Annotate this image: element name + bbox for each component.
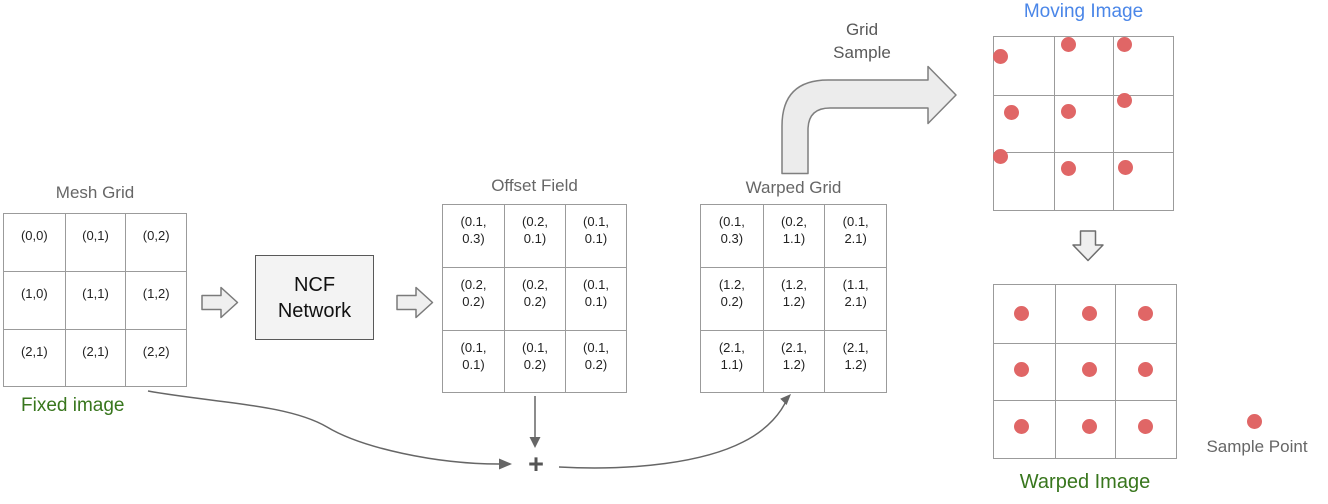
grid-cell: (2,1) — [4, 328, 65, 386]
fixed-to-plus-arrowhead-icon — [499, 458, 512, 470]
sample-point-dot — [1013, 361, 1029, 377]
grid-cell: (0.1, 0.1) — [443, 329, 504, 392]
offset-field-title: Offset Field — [491, 176, 578, 195]
sample-point-dot — [1137, 361, 1153, 377]
offset-field-table: (0.1, 0.3)(0.2, 0.1)(0.1, 0.1)(0.2, 0.2)… — [442, 204, 627, 393]
grid-cell: (0.1, 0.3) — [718, 214, 745, 246]
sample-point-label: Sample Point — [1206, 437, 1308, 456]
warped-image-grid — [993, 284, 1177, 459]
grid-cell: (1,0) — [4, 271, 65, 328]
grid-cell: (1.2, 0.2) — [701, 267, 763, 329]
grid-cell: (1.1, 2.1) — [824, 267, 886, 330]
grid-cell: (0.2, 0.1) — [504, 205, 565, 268]
sample-point-dot — [1060, 36, 1076, 52]
sample-point-dot — [1003, 104, 1019, 120]
grid-cell: (0,2) — [125, 214, 186, 272]
grid-cell: (0.1, 0.1) — [565, 205, 626, 268]
mesh-grid-table: (0,0)(0,1)(0,2)(1,0)(1,1)(1,2)(2,1)(2,1)… — [3, 213, 187, 387]
sample-point-dot — [1013, 305, 1029, 321]
grid-cell: (1,2) — [125, 271, 186, 329]
grid-cell: (0,1) — [64, 214, 126, 272]
moving-image-grid — [992, 36, 1174, 211]
grid-cell: (0.1, 0.2) — [504, 329, 565, 392]
sample-point-dot — [1137, 305, 1153, 321]
grid-cell: (0,0) — [20, 228, 48, 243]
sample-point-dot — [1081, 418, 1097, 434]
warped-image-label: Warped Image — [1019, 471, 1151, 493]
mesh-grid-title: Mesh Grid — [55, 183, 135, 202]
sample-point-dot — [1116, 36, 1132, 52]
offset-to-plus-arrowhead-icon — [529, 437, 541, 448]
sample-point-dot — [1081, 305, 1097, 321]
grid-cell: (0.2, 0.2) — [504, 267, 565, 330]
grid-cell: (0.2, 0.2) — [443, 267, 504, 329]
sample-point-dot — [1081, 361, 1097, 377]
grid-cell: (2.1, 1.2) — [824, 329, 886, 392]
grid-cell: (1.2, 1.2) — [762, 267, 825, 330]
grid-cell: (2,1) — [64, 328, 126, 386]
plus-to-warped-arrowhead-icon — [780, 394, 791, 405]
moving-image-label: Moving Image — [1023, 1, 1144, 22]
fixed-to-plus-arrow — [147, 390, 500, 465]
sample-point-dot — [1116, 92, 1132, 108]
sample-point-dot — [992, 48, 1008, 64]
grid-sample-label: Grid Sample — [833, 20, 891, 62]
block-arrow-ncf-to-offset-icon — [396, 286, 434, 319]
warped-grid-title: Warped Grid — [745, 178, 842, 197]
plus-to-warped-arrow — [558, 398, 788, 469]
grid-cell: (0.1, 0.3) — [460, 214, 487, 246]
ncf-network-box: NCF Network — [255, 255, 374, 340]
grid-cell: (2,2) — [125, 328, 186, 386]
grid-cell: (1,1) — [64, 271, 126, 329]
down-arrow-icon — [1072, 230, 1104, 262]
grid-cell: (2.1, 1.2) — [762, 329, 825, 392]
sample-point-dot — [1117, 159, 1133, 175]
fixed-image-label: Fixed image — [21, 395, 125, 416]
block-arrow-mesh-to-ncf-icon — [201, 286, 239, 319]
plus-operator: + — [528, 449, 544, 479]
grid-cell: (0.2, 1.1) — [762, 205, 825, 268]
grid-cell: (0.1, 0.1) — [565, 267, 626, 330]
grid-cell: (2.1, 1.1) — [701, 329, 763, 392]
sample-point-dot — [1246, 413, 1262, 429]
sample-point-dot — [1060, 160, 1076, 176]
grid-cell: (0.1, 2.1) — [824, 205, 886, 268]
grid-cell: (0.1, 0.2) — [565, 329, 626, 392]
grid-sample-arrow-icon — [781, 65, 957, 175]
sample-point-dot — [1013, 418, 1029, 434]
warped-grid-table: (0.1, 0.3) (0.2, 1.1)(0.1, 2.1) (1.2, 0.2)… — [700, 204, 887, 393]
sample-point-dot — [1137, 418, 1153, 434]
sample-point-dot — [992, 148, 1008, 164]
sample-point-dot — [1060, 103, 1076, 119]
